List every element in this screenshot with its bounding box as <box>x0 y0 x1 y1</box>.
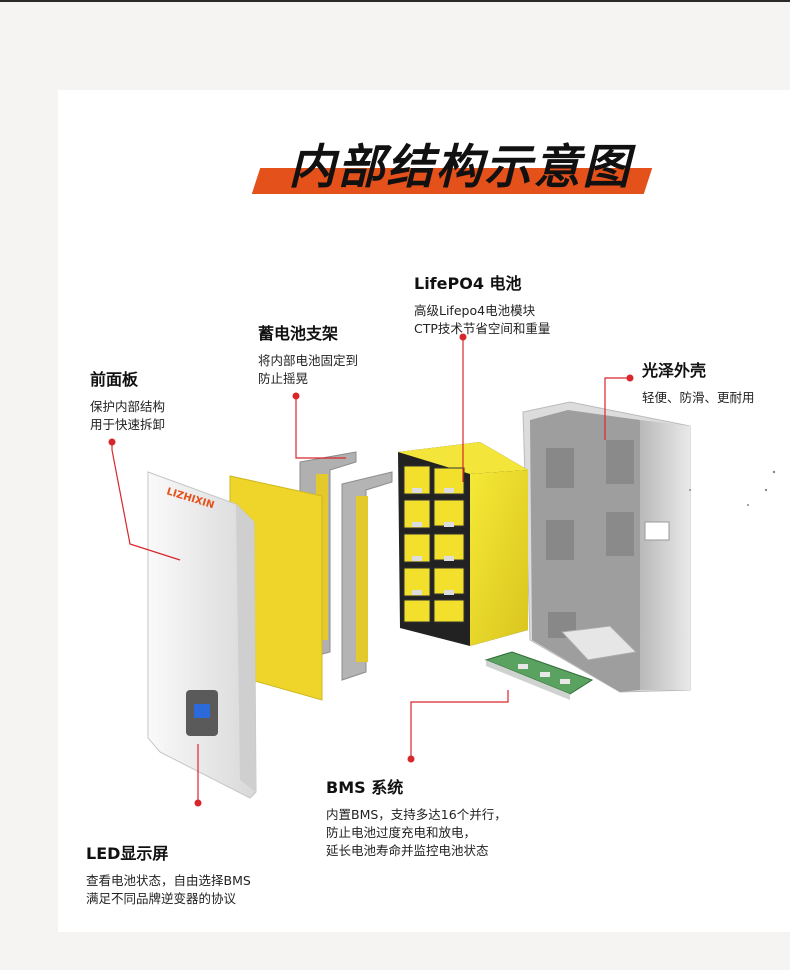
front-panel: LIZHIXIN <box>147 471 257 799</box>
label-led: LED显示屏 查看电池状态，自由选择BMS 满足不同品牌逆变器的协议 <box>86 840 251 908</box>
label-bms-line-3: 延长电池寿命并监控电池状态 <box>326 843 489 858</box>
label-led-line-2: 满足不同品牌逆变器的协议 <box>86 891 237 906</box>
label-bracket-heading: 蓄电池支架 <box>258 324 339 343</box>
leader-dots <box>108 333 634 807</box>
label-shell-heading: 光泽外壳 <box>642 361 707 380</box>
label-led-line-1: 查看电池状态，自由选择BMS <box>86 873 251 888</box>
label-bracket: 蓄电池支架 将内部电池固定到 防止摇晃 <box>258 320 358 388</box>
label-front-panel-line-1: 保护内部结构 <box>90 399 166 414</box>
label-led-heading: LED显示屏 <box>86 844 169 863</box>
leader-lines <box>111 338 630 802</box>
label-battery-line-1: 高级Lifepo4电池模块 <box>414 303 536 318</box>
page-title: 内部结构示意图 <box>288 140 632 195</box>
spark-dots <box>689 470 776 506</box>
label-shell: 光泽外壳 轻便、防滑、更耐用 <box>642 357 755 407</box>
label-battery: LifePO4 电池 高级Lifepo4电池模块 CTP技术节省空间和重量 <box>414 270 550 338</box>
label-front-panel-line-2: 用于快速拆卸 <box>90 417 166 432</box>
label-front-panel: 前面板 保护内部结构 用于快速拆卸 <box>90 366 165 434</box>
outer-shell <box>522 401 691 693</box>
top-border <box>0 0 790 2</box>
bms-board <box>484 651 594 700</box>
label-battery-heading: LifePO4 电池 <box>414 274 522 293</box>
label-bracket-line-1: 将内部电池固定到 <box>258 353 359 368</box>
label-battery-line-2: CTP技术节省空间和重量 <box>414 321 551 336</box>
label-bracket-line-2: 防止摇晃 <box>258 371 309 386</box>
label-bms-line-1: 内置BMS，支持多达16个并行， <box>326 807 507 822</box>
label-shell-line-1: 轻便、防滑、更耐用 <box>642 390 755 405</box>
led-screen <box>194 704 210 718</box>
label-bms-heading: BMS 系统 <box>326 778 404 797</box>
label-bms: BMS 系统 内置BMS，支持多达16个并行， 防止电池过度充电和放电， 延长电… <box>326 774 507 860</box>
label-front-panel-heading: 前面板 <box>90 370 139 389</box>
label-bms-line-2: 防止电池过度充电和放电， <box>326 825 477 840</box>
